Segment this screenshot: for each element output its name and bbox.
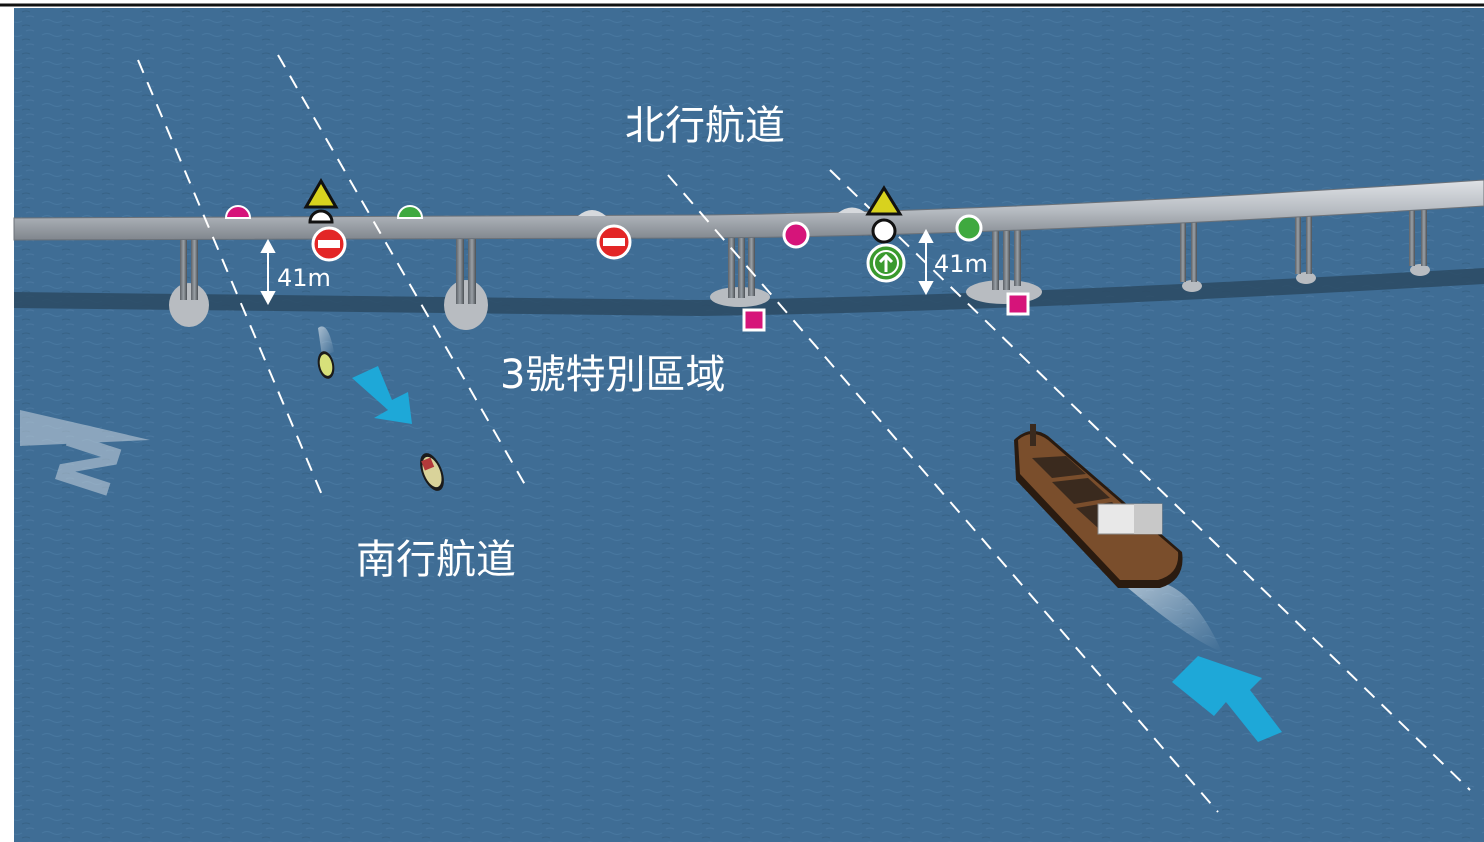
lane-boundaries — [137, 54, 1471, 813]
magenta-circle — [782, 221, 810, 249]
magenta-square-left — [742, 308, 766, 332]
no-entry-sign-middle — [596, 224, 632, 260]
ship-wake — [1128, 581, 1222, 652]
small-boat-1 — [317, 351, 335, 379]
white-circle-right — [871, 218, 897, 244]
proceed-ahead-sign — [866, 243, 906, 283]
bridge-markers — [224, 177, 1030, 332]
bridge-shadow — [14, 268, 1484, 316]
magenta-half-circle-left — [224, 205, 252, 219]
southbound-direction-arrow — [352, 366, 412, 424]
small-boat-2 — [420, 453, 444, 491]
no-entry-sign-left — [311, 226, 347, 262]
green-circle — [955, 214, 983, 242]
northbound-direction-arrow — [1172, 656, 1282, 742]
clearance-indicator-left — [260, 238, 276, 306]
bridge-piers — [169, 204, 1430, 330]
northbound-lane-label: 北行航道 — [625, 103, 785, 149]
clearance-label-right: 41m — [934, 250, 988, 278]
clearance-label-left: 41m — [277, 264, 331, 292]
clearance-indicator-right — [918, 228, 934, 296]
magenta-square-right — [1006, 292, 1030, 316]
green-half-circle-left — [396, 205, 424, 219]
southbound-lane-label: 南行航道 — [356, 537, 516, 583]
yellow-triangle-right — [865, 185, 903, 216]
cargo-ship — [1014, 424, 1183, 588]
white-circle-left — [308, 209, 334, 224]
special-area-label: 3號特別區域 — [500, 352, 725, 398]
yellow-triangle-left — [303, 177, 339, 209]
small-boat-wake — [318, 326, 334, 356]
